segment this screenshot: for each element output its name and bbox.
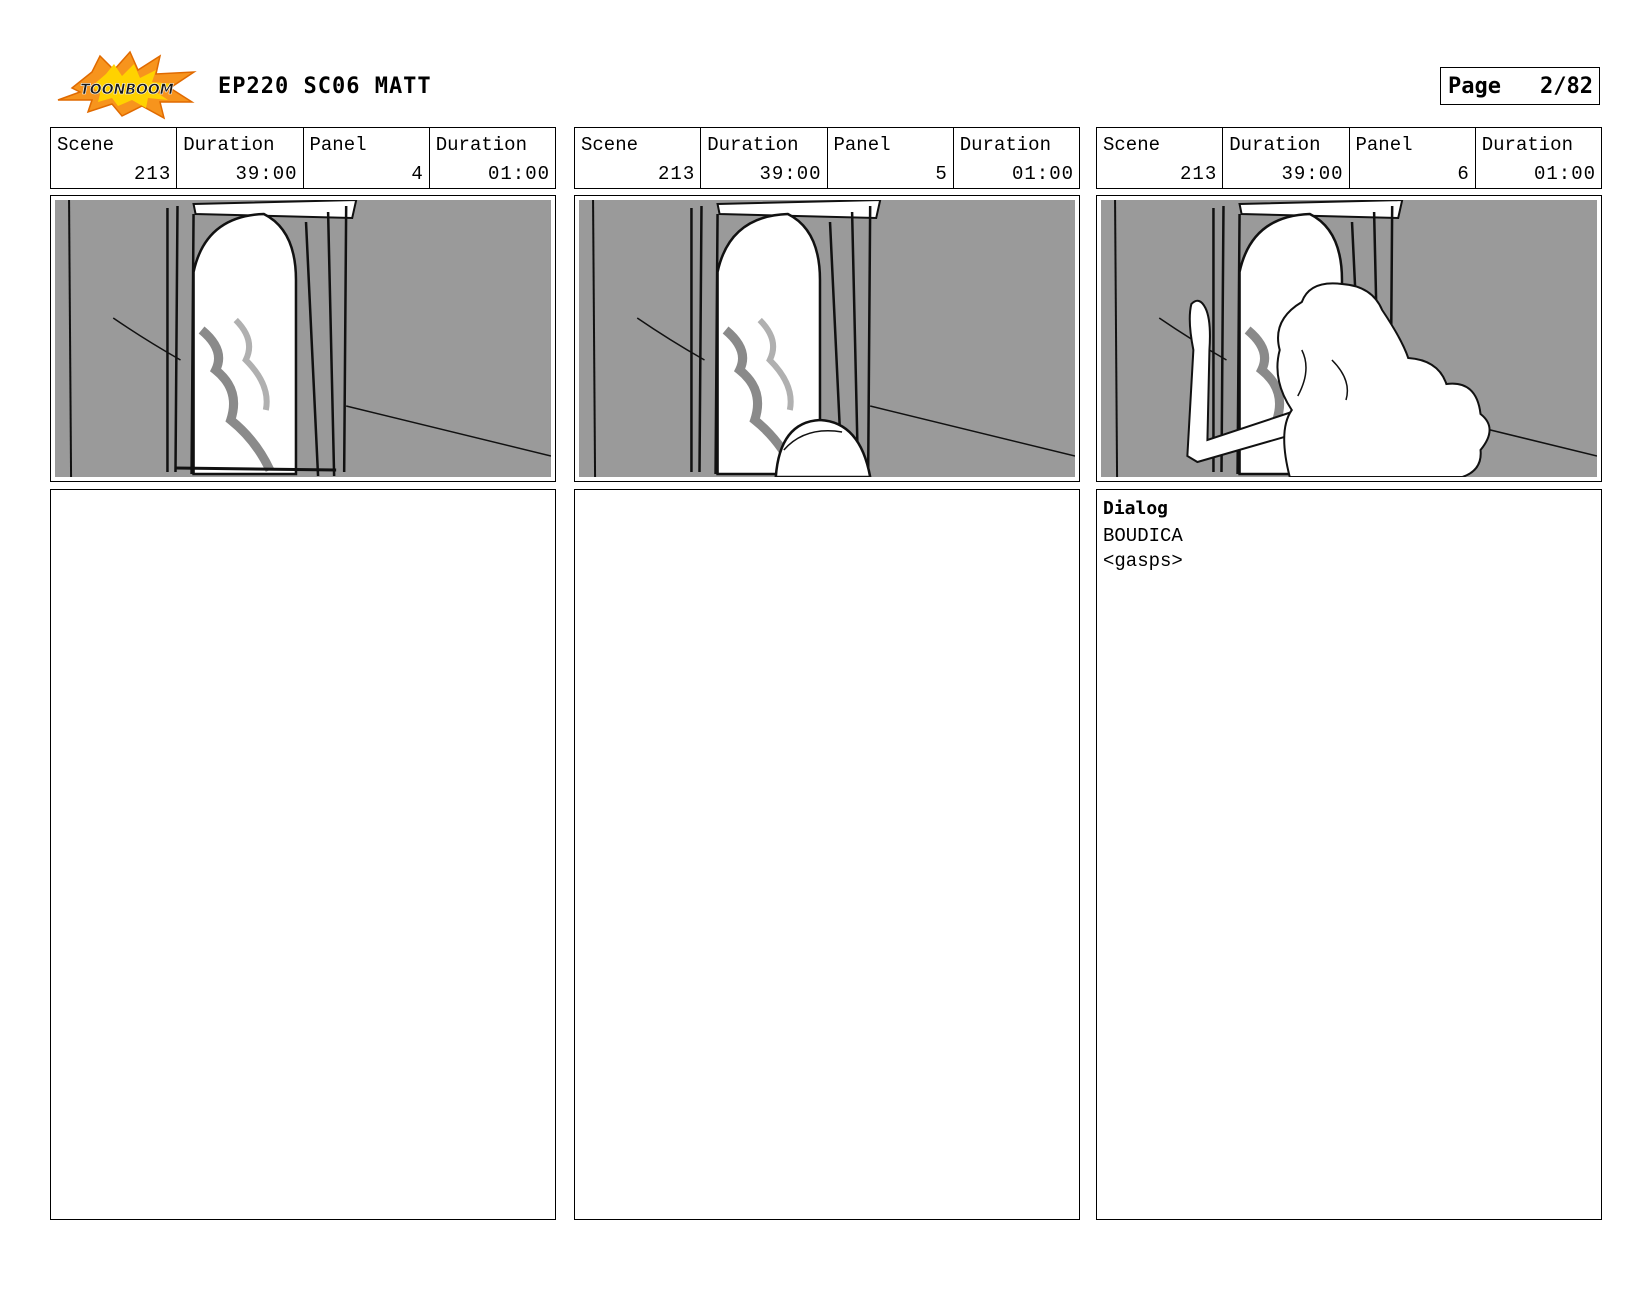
scene-duration-label: Duration — [707, 134, 799, 156]
panel-notes: Dialog BOUDICA <gasps> — [1096, 489, 1602, 1220]
panel-label: Panel — [833, 134, 891, 156]
storyboard-title: EP220 SC06 MATT — [218, 74, 432, 99]
scene-label: Scene — [57, 134, 115, 156]
panel-info-bar: Scene 213 Duration 39:00 Panel 6 Duratio… — [1096, 127, 1602, 189]
panel-duration-value: 01:00 — [1533, 163, 1596, 185]
panel-drawing-frame — [574, 195, 1080, 482]
scene-label: Scene — [581, 134, 639, 156]
dialog-label: Dialog — [1103, 498, 1169, 519]
panel-duration-label: Duration — [959, 134, 1051, 156]
panel-duration-value: 01:00 — [487, 163, 550, 185]
panel-column-2: Scene 213 Duration 39:00 Panel 5 Duratio… — [574, 127, 1080, 1220]
panel-number: 6 — [1457, 163, 1470, 185]
panel-cell: Panel 5 — [828, 128, 954, 188]
panel-sketch — [55, 200, 551, 477]
panel-info-bar: Scene 213 Duration 39:00 Panel 5 Duratio… — [574, 127, 1080, 189]
panel-label: Panel — [1355, 134, 1413, 156]
scene-number: 213 — [134, 163, 172, 185]
scene-duration-cell: Duration 39:00 — [1223, 128, 1350, 188]
scene-duration-label: Duration — [183, 134, 275, 156]
page-value: 2/82 — [1540, 73, 1593, 99]
panel-column-1: Scene 213 Duration 39:00 Panel 4 Duratio… — [50, 127, 556, 1220]
panel-cell: Panel 6 — [1350, 128, 1476, 188]
logo-text: TOONBOOM — [80, 82, 174, 98]
scene-label: Scene — [1103, 134, 1161, 156]
scene-duration-label: Duration — [1229, 134, 1321, 156]
scene-number: 213 — [1180, 163, 1218, 185]
panel-duration-cell: Duration 01:00 — [430, 128, 555, 188]
page-label: Page — [1448, 73, 1501, 99]
panel-number: 4 — [411, 163, 424, 185]
dialog-text: <gasps> — [1103, 550, 1183, 572]
scene-duration-value: 39:00 — [235, 163, 298, 185]
scene-number: 213 — [658, 163, 696, 185]
panel-notes — [50, 489, 556, 1220]
scene-cell: Scene 213 — [51, 128, 178, 188]
panel-label: Panel — [309, 134, 367, 156]
panel-drawing-frame — [1096, 195, 1602, 482]
panel-duration-label: Duration — [435, 134, 527, 156]
scene-duration-value: 39:00 — [759, 163, 822, 185]
scene-duration-cell: Duration 39:00 — [701, 128, 828, 188]
panel-drawing-frame — [50, 195, 556, 482]
scene-cell: Scene 213 — [575, 128, 702, 188]
panel-sketch — [579, 200, 1075, 477]
panel-cell: Panel 4 — [304, 128, 430, 188]
panel-sketch — [1101, 200, 1597, 477]
scene-duration-value: 39:00 — [1281, 163, 1344, 185]
scene-cell: Scene 213 — [1097, 128, 1224, 188]
panel-duration-label: Duration — [1481, 134, 1573, 156]
dialog-character: BOUDICA — [1103, 525, 1183, 547]
panel-duration-cell: Duration 01:00 — [1476, 128, 1601, 188]
panel-column-3: Scene 213 Duration 39:00 Panel 6 Duratio… — [1096, 127, 1602, 1220]
panel-duration-value: 01:00 — [1011, 163, 1074, 185]
panel-info-bar: Scene 213 Duration 39:00 Panel 4 Duratio… — [50, 127, 556, 189]
panel-number: 5 — [935, 163, 948, 185]
page-indicator: Page 2/82 — [1440, 67, 1600, 105]
toonboom-logo: TOONBOOM — [52, 50, 202, 120]
panel-notes — [574, 489, 1080, 1220]
scene-duration-cell: Duration 39:00 — [177, 128, 304, 188]
panel-duration-cell: Duration 01:00 — [954, 128, 1079, 188]
